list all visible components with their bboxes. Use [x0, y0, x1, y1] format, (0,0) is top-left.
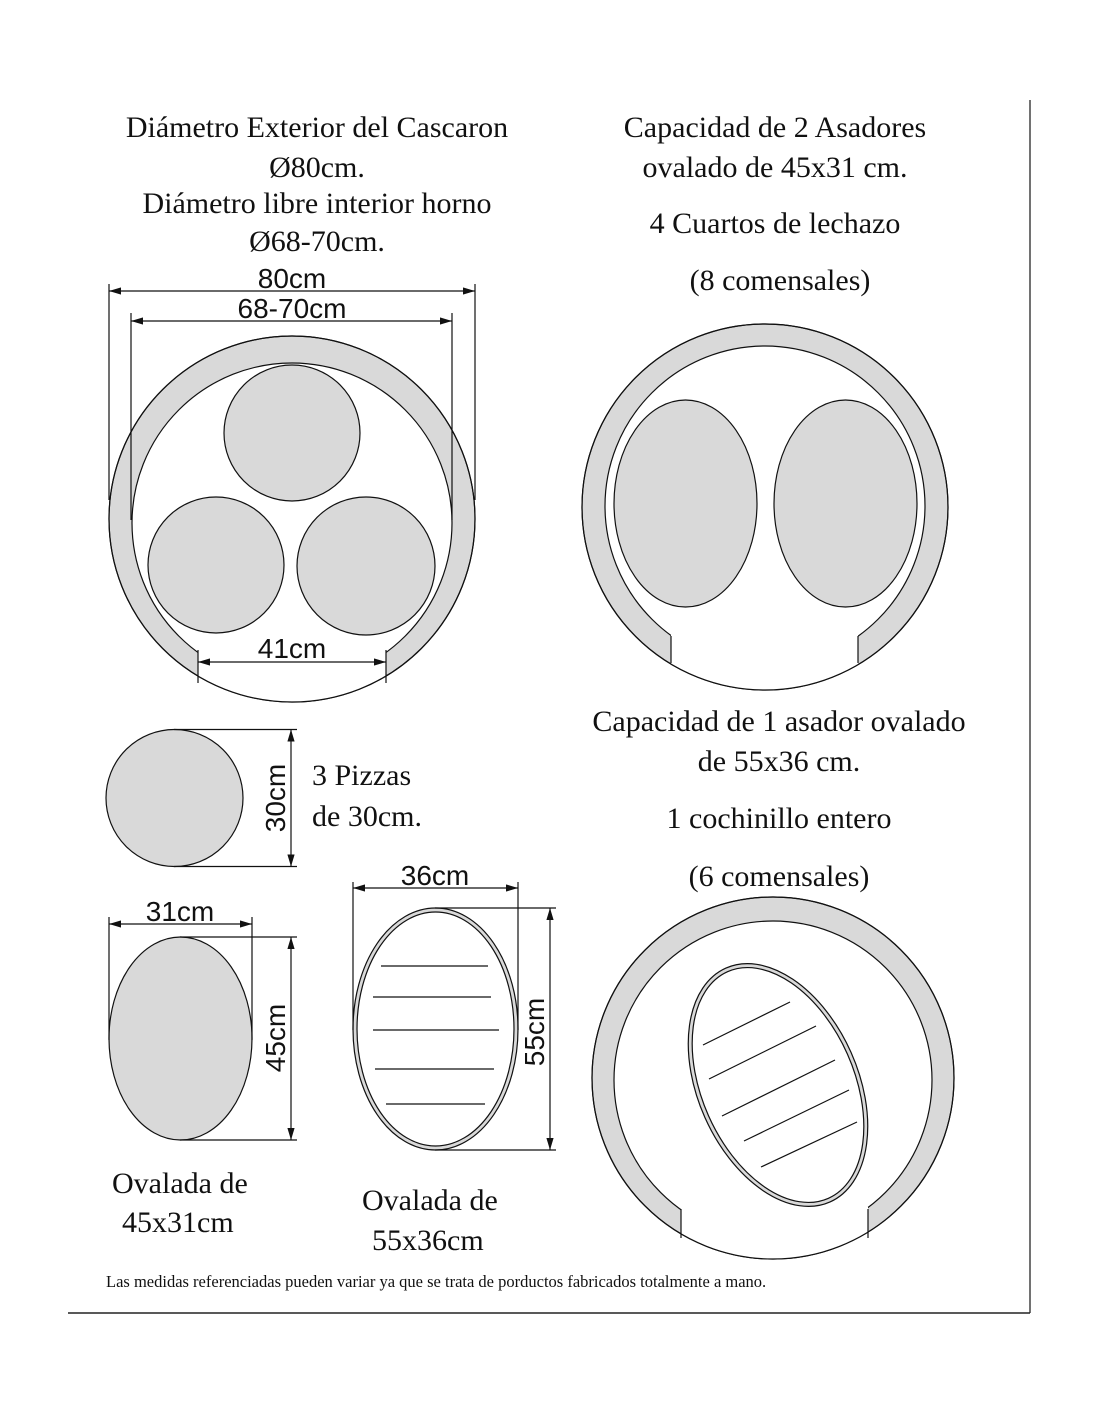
- oval-55x36: [356, 911, 515, 1147]
- capacity-line: 4 Cuartos de lechazo: [650, 207, 901, 240]
- oven-title-line: Diámetro Exterior del Cascaron: [126, 111, 508, 144]
- pizza-caption: de 30cm.: [312, 800, 422, 833]
- oval-caption: Ovalada de: [362, 1184, 498, 1217]
- dim-label-30cm: 30cm: [260, 764, 291, 832]
- oval-caption: 55x36cm: [372, 1224, 484, 1257]
- oval-large-detail: 36cm 55cm Ovalada de 55x36cm: [352, 860, 556, 1257]
- dim-label-36cm: 36cm: [401, 860, 469, 891]
- oven-title-line: Diámetro libre interior horno: [142, 187, 491, 220]
- capacity-line: ovalado de 45x31 cm.: [643, 151, 908, 184]
- pizza-top: [223, 364, 361, 502]
- capacity-line: (6 comensales): [689, 860, 870, 893]
- oven-1-asador: Capacidad de 1 asador ovalado de 55x36 c…: [591, 705, 966, 1260]
- oven-2-asadores: Capacidad de 2 Asadores ovalado de 45x31…: [581, 111, 949, 691]
- oval-roaster-right: [773, 399, 918, 608]
- grill-lines: [373, 965, 499, 1105]
- capacity-line: 1 cochinillo entero: [667, 802, 892, 835]
- pizza-bottom-right: [296, 496, 436, 636]
- dim-label-55cm: 55cm: [519, 998, 550, 1066]
- capacity-line: Capacidad de 1 asador ovalado: [592, 705, 965, 738]
- dim-label-68-70cm: 68-70cm: [238, 293, 347, 324]
- oven-title-line: Ø80cm.: [269, 151, 365, 184]
- oval-45x31: [108, 936, 253, 1141]
- dim-label-80cm: 80cm: [258, 263, 326, 294]
- footer-disclaimer: Las medidas referenciadas pueden variar …: [106, 1272, 766, 1291]
- oval-caption: 45x31cm: [122, 1206, 234, 1239]
- dim-label-41cm: 41cm: [258, 633, 326, 664]
- capacity-line: (8 comensales): [690, 264, 871, 297]
- pizza-30cm: [105, 728, 244, 868]
- roaster-grill-lines: [702, 1001, 858, 1168]
- dimension-opening: 41cm: [198, 633, 386, 666]
- pizza-caption: 3 Pizzas: [312, 759, 411, 792]
- oval-small-detail: 31cm 45cm Ovalada de 45x31cm: [108, 896, 297, 1239]
- dimension-outer: 80cm: [108, 263, 476, 500]
- oven-3-pizzas: Diámetro Exterior del Cascaron Ø80cm. Di…: [108, 111, 508, 703]
- capacity-line: Capacidad de 2 Asadores: [624, 111, 926, 144]
- dim-label-31cm: 31cm: [146, 896, 214, 927]
- oven-title-line: Ø68-70cm.: [249, 225, 385, 258]
- dimension-inner: 68-70cm: [130, 293, 453, 520]
- tilted-oval-roaster: [687, 963, 869, 1207]
- oval-caption: Ovalada de: [112, 1167, 248, 1200]
- pizza-bottom-left: [147, 496, 285, 634]
- dim-label-45cm: 45cm: [260, 1004, 291, 1072]
- capacity-line: de 55x36 cm.: [698, 745, 860, 778]
- oval-roaster-left: [613, 399, 758, 608]
- pizza-detail: 30cm 3 Pizzas de 30cm.: [105, 728, 422, 868]
